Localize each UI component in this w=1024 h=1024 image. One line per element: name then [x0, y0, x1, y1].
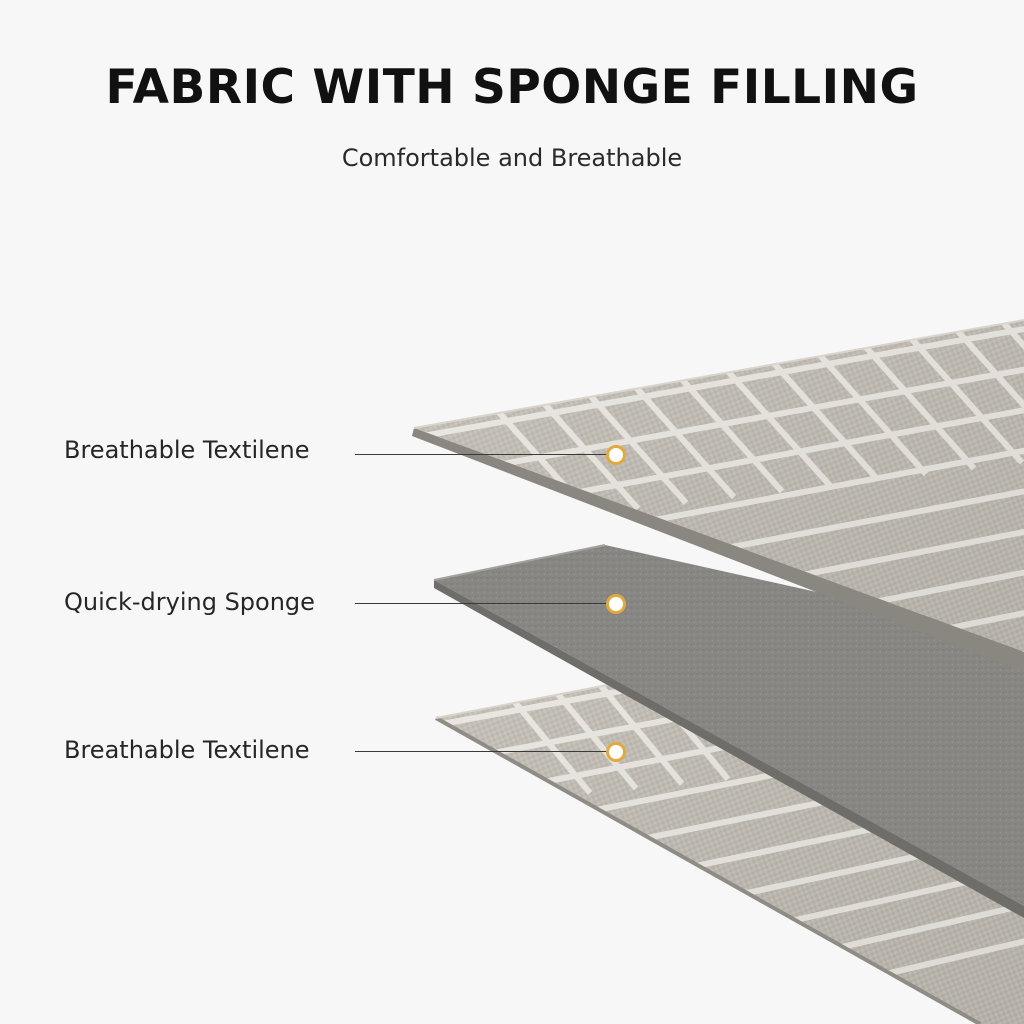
- callout-leader-line: [355, 751, 607, 752]
- callout-marker-dot: [606, 594, 626, 614]
- callout-leader-line: [355, 454, 607, 455]
- callout-leader-line: [355, 603, 607, 604]
- sponge-layer: [433, 544, 1024, 918]
- top-fabric-layer: [412, 319, 1024, 672]
- callout-marker-dot: [606, 445, 626, 465]
- callout-marker-dot: [606, 742, 626, 762]
- page-title: FABRIC WITH SPONGE FILLING: [105, 60, 919, 115]
- page-subtitle: Comfortable and Breathable: [341, 144, 683, 172]
- callout-label-sponge: Quick-drying Sponge: [64, 588, 315, 616]
- callout-label-top-fabric: Breathable Textilene: [64, 436, 310, 464]
- callout-label-bottom-fabric: Breathable Textilene: [64, 736, 310, 764]
